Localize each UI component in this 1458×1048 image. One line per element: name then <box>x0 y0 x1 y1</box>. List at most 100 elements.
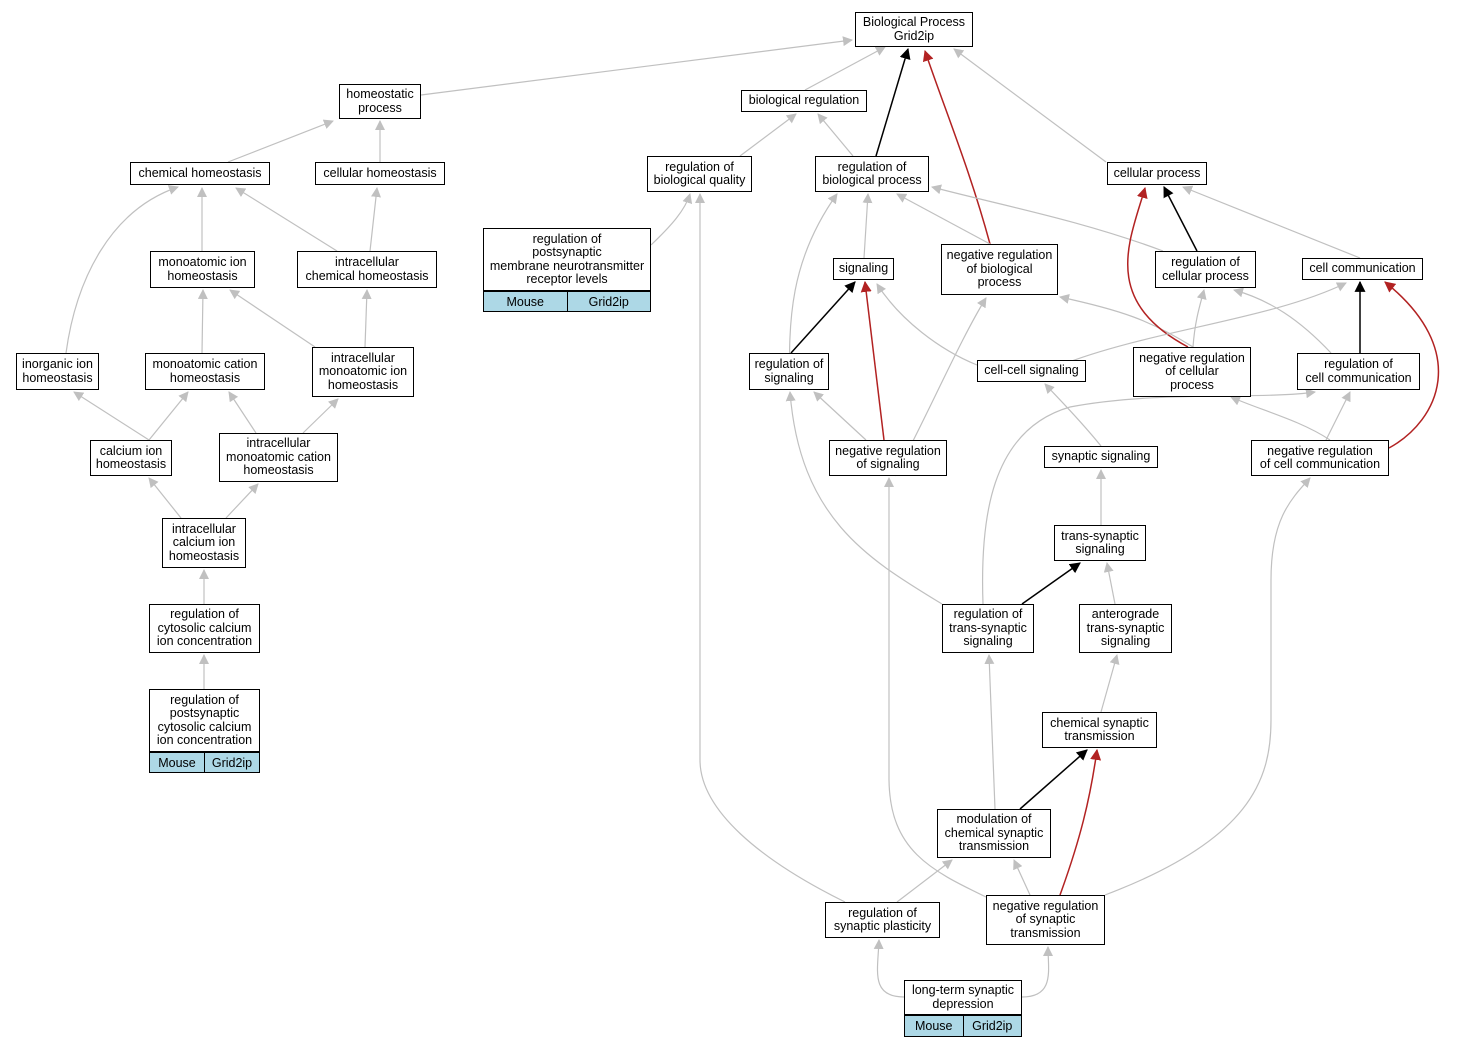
node-modchem[interactable]: modulation of chemical synaptic transmis… <box>937 809 1051 858</box>
edge-is-a <box>896 859 953 903</box>
node-regtranssyn[interactable]: regulation of trans-synaptic signaling <box>942 604 1034 653</box>
edge-is-a <box>225 483 259 519</box>
edge-part-of <box>1021 562 1081 605</box>
edge-is-a <box>876 283 978 366</box>
edge-is-a <box>73 391 150 441</box>
edge-is-a <box>1100 654 1120 713</box>
edge-is-a <box>862 193 873 259</box>
edge-is-a <box>1060 282 1347 366</box>
node-regcellproc[interactable]: regulation of cellular process <box>1155 251 1256 288</box>
node-chemhomeo[interactable]: chemical homeostasis <box>130 162 270 185</box>
node-transsyn[interactable]: trans-synaptic signaling <box>1054 525 1146 561</box>
node-calcium[interactable]: calcium ion homeostasis <box>90 440 172 476</box>
edge-is-a <box>1233 287 1332 354</box>
edge-is-a <box>1044 383 1102 447</box>
node-cellproc[interactable]: cellular process <box>1107 162 1207 185</box>
edge-is-a <box>420 36 853 96</box>
node-inorg[interactable]: inorganic ion homeostasis <box>16 353 99 390</box>
edge-negatively-regulates <box>1126 186 1189 348</box>
edge-part-of <box>1163 186 1198 252</box>
edge-is-a <box>197 289 208 354</box>
node-ltd[interactable]: long-term synaptic depression <box>904 980 1022 1015</box>
annotation-organism: Mouse <box>158 755 196 770</box>
node-bp[interactable]: Biological Process Grid2ip <box>855 12 973 47</box>
edge-is-a <box>65 185 179 354</box>
edge-is-a <box>1021 946 1054 998</box>
edge-negatively-regulates <box>922 49 991 245</box>
edge-is-a <box>785 391 943 605</box>
edge-negatively-regulates <box>1059 748 1102 896</box>
edge-is-a <box>1059 294 1194 348</box>
node-cellcell[interactable]: cell-cell signaling <box>977 360 1086 382</box>
edge-is-a <box>229 289 316 348</box>
annotation-gene: Grid2ip <box>962 1016 1022 1036</box>
node-regbioqual[interactable]: regulation of biological quality <box>647 156 752 192</box>
node-intrachem[interactable]: intracellular chemical homeostasis <box>297 251 437 288</box>
edge-is-a <box>739 113 797 157</box>
edge-is-a <box>361 289 372 348</box>
edge-is-a <box>148 391 189 441</box>
node-regcellcomm[interactable]: regulation of cell communication <box>1297 353 1420 390</box>
edge-is-a <box>981 388 1316 605</box>
node-regpostcyt[interactable]: regulation of postsynaptic cytosolic cal… <box>149 689 260 752</box>
node-regcytcal[interactable]: regulation of cytosolic calcium ion conc… <box>149 604 260 653</box>
edge-is-a <box>302 398 339 434</box>
edge-is-a <box>884 477 987 898</box>
node-negregcellcomm[interactable]: negative regulation of cell communicatio… <box>1251 440 1389 476</box>
edge-is-a <box>235 187 338 252</box>
edge-is-a <box>817 113 854 157</box>
node-regpostsyn[interactable]: regulation of postsynaptic membrane neur… <box>483 228 651 291</box>
node-negregsyn[interactable]: negative regulation of synaptic transmis… <box>986 895 1105 945</box>
node-signaling[interactable]: signaling <box>833 258 894 280</box>
annotation-organism: Mouse <box>506 294 545 309</box>
edge-is-a <box>873 939 905 998</box>
edges <box>65 36 1440 998</box>
node-regbioproc[interactable]: regulation of biological process <box>815 156 929 192</box>
node-chemsyn[interactable]: chemical synaptic transmission <box>1042 712 1157 748</box>
annotation-gene: Grid2ip <box>566 292 651 311</box>
edge-is-a <box>695 193 846 903</box>
node-negregsig[interactable]: negative regulation of signaling <box>829 440 947 476</box>
node-synsig[interactable]: synaptic signaling <box>1044 446 1158 468</box>
edge-is-a <box>1013 859 1031 896</box>
edge-part-of <box>875 47 911 157</box>
edge-is-a <box>1182 185 1361 259</box>
node-homeostatic[interactable]: homeostatic process <box>339 84 421 119</box>
node-intramonoion[interactable]: intracellular monoatomic ion homeostasis <box>312 347 414 397</box>
annotation-gene: Grid2ip <box>204 753 259 772</box>
edge-is-a <box>813 391 867 441</box>
node-antero[interactable]: anterograde trans-synaptic signaling <box>1079 604 1172 653</box>
node-monocation[interactable]: monoatomic cation homeostasis <box>145 353 265 390</box>
node-monoion[interactable]: monoatomic ion homeostasis <box>150 251 255 288</box>
edge-is-a <box>1103 562 1116 605</box>
edge-is-a <box>896 193 991 245</box>
annotation-organism: Mouse <box>914 1019 953 1033</box>
node-negregcell[interactable]: negative regulation of cellular process <box>1133 347 1251 397</box>
node-cellcomm[interactable]: cell communication <box>1302 258 1423 280</box>
edge-negatively-regulates <box>1384 281 1440 449</box>
node-cellhomeo[interactable]: cellular homeostasis <box>315 162 445 185</box>
edge-is-a <box>931 184 1164 252</box>
edge-is-a <box>227 119 334 163</box>
edge-is-a <box>650 193 693 246</box>
annotation-row-regpostsyn: Mouse Grid2ip <box>483 291 651 312</box>
edge-is-a <box>1104 477 1311 896</box>
node-intracalcium[interactable]: intracellular calcium ion homeostasis <box>162 518 246 568</box>
edge-is-a <box>1192 289 1207 348</box>
node-regsig[interactable]: regulation of signaling <box>749 353 829 390</box>
edge-is-a <box>369 187 381 252</box>
edge-is-a <box>1325 391 1351 441</box>
node-bioreg[interactable]: biological regulation <box>741 90 867 112</box>
edge-part-of <box>790 281 856 354</box>
edge-is-a <box>804 46 886 91</box>
node-negregbio[interactable]: negative regulation of biological proces… <box>941 244 1058 295</box>
node-intramonocation[interactable]: intracellular monoatomic cation homeosta… <box>219 433 338 482</box>
edge-part-of <box>1019 749 1088 810</box>
edge-is-a <box>984 654 996 810</box>
annotation-row-regpostcyt: Mouse Grid2ip <box>149 752 260 773</box>
node-regsynplast[interactable]: regulation of synaptic plasticity <box>825 902 940 938</box>
edge-is-a <box>1230 396 1331 441</box>
annotation-row-ltd: Mouse Grid2ip <box>904 1015 1022 1037</box>
edge-is-a <box>148 477 182 519</box>
